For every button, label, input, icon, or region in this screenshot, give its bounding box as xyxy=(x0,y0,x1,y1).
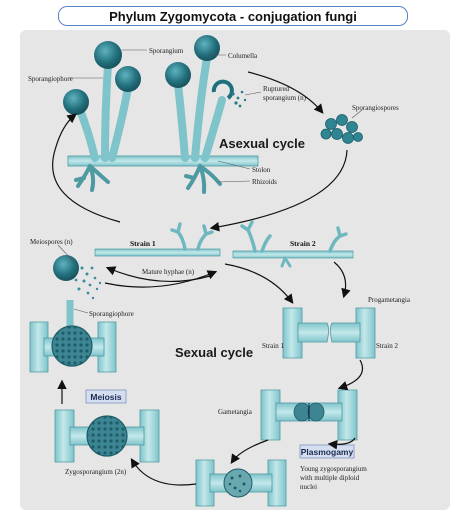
label-ruptured-1: Ruptured xyxy=(263,85,290,93)
label-sexual-cycle: Sexual cycle xyxy=(175,345,253,360)
label-strain1-sexual: Strain 1 xyxy=(262,342,284,350)
sporangium xyxy=(53,255,79,281)
sporangium xyxy=(165,62,191,88)
sporangium xyxy=(63,89,89,115)
label-rhizoids: Rhizoids xyxy=(252,178,277,186)
strain1-hypha xyxy=(94,222,221,257)
asexual-stolon-group xyxy=(67,155,259,194)
asexual-leader-lines xyxy=(69,49,363,183)
arrow-strains-to-progametangia xyxy=(224,263,294,304)
label-meiospores: Meiospores (n) xyxy=(30,238,73,246)
label-sporangium: Sporangium xyxy=(149,47,184,55)
sexual-arrows xyxy=(130,261,364,486)
sporangiophore-stalk xyxy=(101,61,112,162)
label-sporangiophore-top: Sporangiophore xyxy=(28,75,73,83)
label-sporangiophore-bottom: Sporangiophore xyxy=(89,310,134,318)
label-young-zygo-1: Young zygosporangium xyxy=(300,465,367,473)
title-bar: Phylum Zygomycota - conjugation fungi xyxy=(58,6,408,26)
arrow-progametangia-to-gametangia xyxy=(337,359,364,391)
arrow-strain1-to-sporangiophore xyxy=(52,113,121,223)
zygospore xyxy=(51,325,93,367)
label-young-zygo-3: nuclei xyxy=(300,483,317,491)
arrow-to-sporangiospores xyxy=(247,71,324,114)
label-progametangia: Progametangia xyxy=(368,296,411,304)
gametangia xyxy=(260,389,358,441)
label-asexual-cycle: Asexual cycle xyxy=(219,136,305,151)
label-strain2-sexual: Strain 2 xyxy=(376,342,398,350)
sporangium xyxy=(115,66,141,92)
left-sporangiophore-cluster xyxy=(63,41,141,162)
label-young-zygo-2: with multiple diploid xyxy=(300,474,360,482)
ruptured-sporangium xyxy=(211,79,234,100)
zygospore xyxy=(86,415,128,457)
strain2-hypha xyxy=(232,220,354,268)
sporangiophore-stalk xyxy=(201,96,226,162)
rhizoid-right xyxy=(184,164,222,194)
progametangia xyxy=(282,307,376,359)
label-stolon: Stolon xyxy=(252,166,271,174)
sporangiophore-stalk xyxy=(191,54,211,162)
arrow-gametangia-to-plasmogamy xyxy=(327,437,356,450)
plasmogamy-badge: Plasmogamy xyxy=(299,444,355,459)
sporangium-columella xyxy=(194,35,220,61)
arrow-young-to-zygo xyxy=(130,457,197,486)
sporangiophore-stalk xyxy=(108,84,132,162)
mature-hyphae-arrow xyxy=(104,266,218,288)
label-strain2: Strain 2 xyxy=(290,239,316,248)
rhizoid-left xyxy=(74,164,110,192)
label-sporangiospores: Sporangiospores xyxy=(352,104,399,112)
released-spores xyxy=(231,90,247,108)
arrow-strain2-to-progametangia xyxy=(333,261,351,299)
label-columella: Columella xyxy=(228,52,258,60)
zygosporangium-mature xyxy=(54,409,160,463)
sporangiospores-cluster xyxy=(320,114,363,144)
label-ruptured-2: sporangium (n) xyxy=(263,94,307,102)
meiosis-badge: Meiosis xyxy=(85,389,127,404)
right-sporangiophore-cluster xyxy=(165,35,247,162)
label-strain1: Strain 1 xyxy=(130,239,156,248)
germinating-zygosporangium xyxy=(29,321,117,373)
label-mature-hyphae: Mature hyphae (n) xyxy=(142,268,195,276)
stolon xyxy=(67,155,259,167)
page-title: Phylum Zygomycota - conjugation fungi xyxy=(109,8,357,24)
arrow-to-strains xyxy=(209,149,348,232)
label-zygosporangium: Zygosporangium (2n) xyxy=(65,468,127,476)
young-zygosporangium xyxy=(195,459,287,507)
label-gametangia: Gametangia xyxy=(218,408,253,416)
arrow-plasmogamy-to-young xyxy=(230,439,269,464)
meiospores-dots xyxy=(74,266,102,300)
plasmogamy-label: Plasmogamy xyxy=(301,447,354,457)
asexual-arrows xyxy=(52,71,348,232)
sexual-leader-lines-left xyxy=(57,244,89,314)
meiosis-label: Meiosis xyxy=(90,392,121,402)
sporangium xyxy=(94,41,122,69)
sporangiophore-stalk xyxy=(174,80,189,162)
